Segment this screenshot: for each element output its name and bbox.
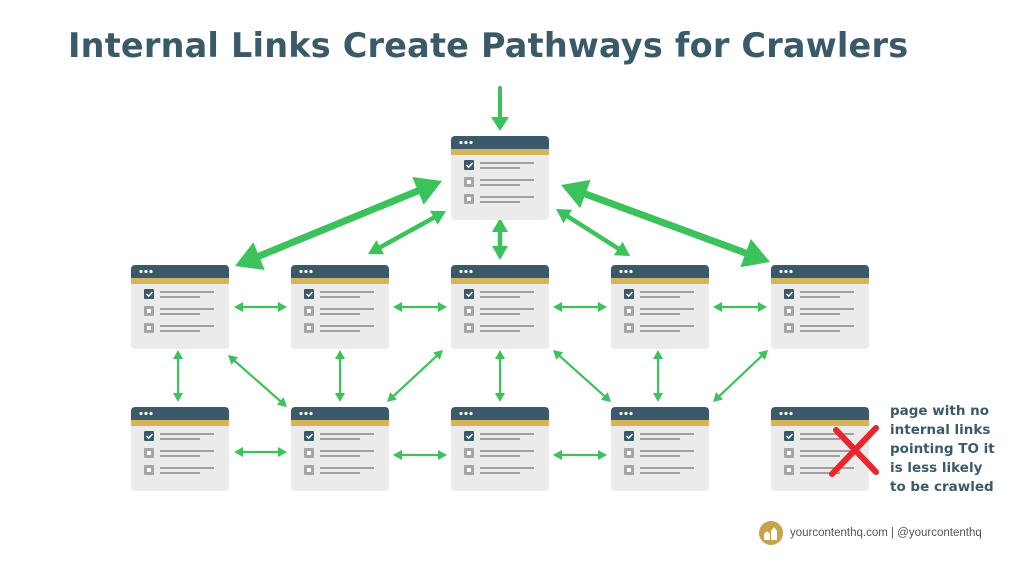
footer: yourcontenthq.com | @yourcontenthq <box>758 519 982 547</box>
note-line: internal links <box>890 422 991 438</box>
page-card-row2-2 <box>290 406 390 492</box>
page-card-row1-2 <box>290 264 390 350</box>
note-line: is less likely <box>890 460 983 476</box>
page-card-row1-4 <box>610 264 710 350</box>
link-arrow <box>556 209 630 256</box>
link-arrow <box>368 210 446 255</box>
entry-arrow <box>491 86 509 131</box>
link-arrow <box>492 218 508 260</box>
page-card-row2-3 <box>450 406 550 492</box>
page-card-row2-1 <box>130 406 230 492</box>
page-card-row1-3 <box>450 264 550 350</box>
note-line: page with no <box>890 403 990 419</box>
link-arrow <box>335 350 345 402</box>
link-arrow <box>387 350 443 402</box>
link-arrow <box>553 350 611 402</box>
page-card-home <box>450 135 550 221</box>
link-arrow <box>173 350 183 402</box>
link-arrow <box>553 450 607 460</box>
link-arrow <box>713 350 768 402</box>
link-arrow <box>393 302 447 312</box>
link-arrow <box>653 350 663 402</box>
note-line: to be crawled <box>890 479 994 495</box>
link-arrow-major <box>235 177 442 270</box>
cards-layer <box>130 135 870 492</box>
link-arrow <box>234 302 287 312</box>
link-arrow <box>495 350 505 402</box>
link-arrow <box>713 302 767 312</box>
page-card-row1-5 <box>770 264 870 350</box>
footer-text: yourcontenthq.com | @yourcontenthq <box>790 527 982 539</box>
note-line: pointing TO it <box>890 441 995 457</box>
page-card-row2-4 <box>610 406 710 492</box>
arrows-layer <box>173 86 770 460</box>
orphan-page-note: page with no internal links pointing TO … <box>890 402 1020 497</box>
page-card-row1-1 <box>130 264 230 350</box>
link-arrow <box>393 450 447 460</box>
link-arrow-major <box>561 179 770 268</box>
link-arrow <box>234 447 287 457</box>
page-title: Internal Links Create Pathways for Crawl… <box>68 26 909 65</box>
logo-icon <box>759 521 783 545</box>
red-x-icon <box>829 425 879 477</box>
link-arrow <box>553 302 607 312</box>
link-arrow <box>228 355 287 407</box>
